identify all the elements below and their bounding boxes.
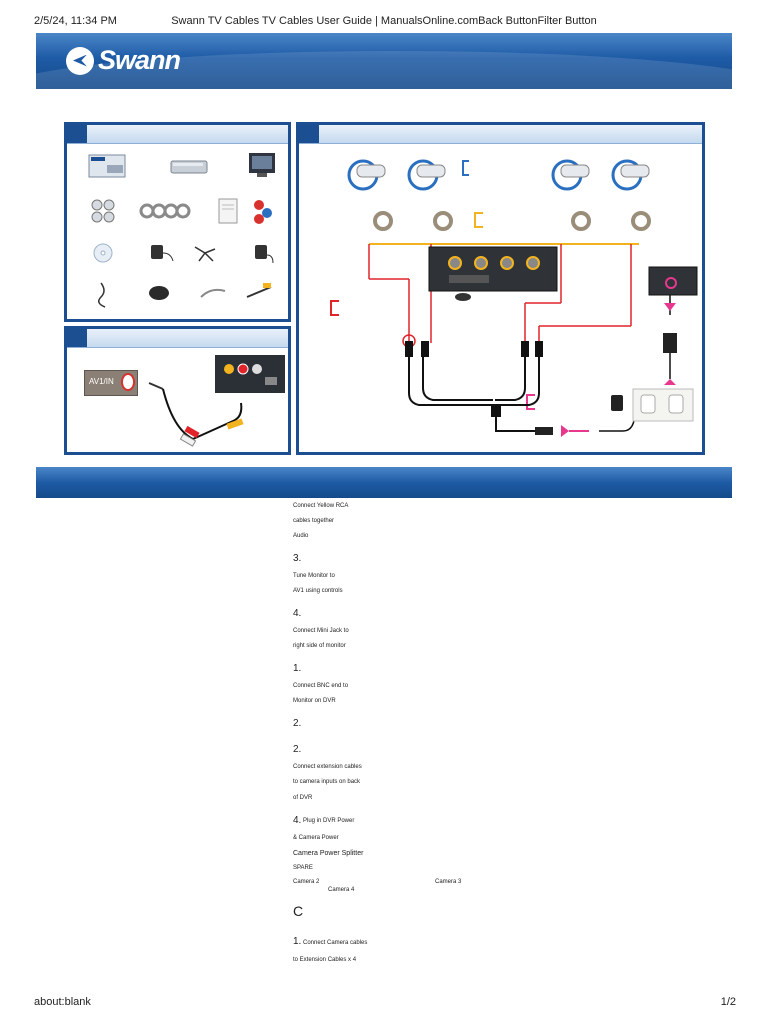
instruction-text: cables together bbox=[293, 518, 335, 524]
instruction-text: SPARE bbox=[293, 865, 313, 871]
step-number: 2. bbox=[293, 718, 302, 729]
camera-label: Camera 3 bbox=[435, 879, 462, 885]
step-number: 3. bbox=[293, 553, 302, 564]
package-contents-illustration bbox=[88, 153, 275, 308]
instruction-text: Connect extension cables bbox=[293, 764, 362, 770]
camera-label: Camera 4 bbox=[328, 887, 355, 893]
stickers-icon bbox=[254, 200, 272, 224]
power-adapter-icon bbox=[151, 245, 174, 262]
power-splitter-icon bbox=[194, 246, 216, 262]
camera-1-icon bbox=[347, 159, 386, 191]
cable-reels-icon bbox=[139, 203, 191, 219]
monitor-cable-illustration bbox=[148, 355, 285, 447]
mini-jack-port-icon bbox=[121, 373, 135, 391]
av-cable-icon bbox=[98, 282, 106, 308]
step-number: 1. bbox=[293, 663, 302, 674]
instruction-text: Plug in DVR Power bbox=[303, 818, 355, 824]
instruction-text: Connect Camera cables bbox=[303, 940, 368, 946]
title-tab bbox=[67, 125, 87, 143]
product-box-icon bbox=[88, 154, 126, 178]
instruction-text: of DVR bbox=[293, 795, 313, 801]
footer-url: about:blank bbox=[34, 996, 91, 1008]
rca-cable-icon bbox=[246, 283, 272, 298]
title-tab bbox=[299, 125, 319, 143]
section-letter: C bbox=[293, 903, 304, 919]
footer-page-number: 1/2 bbox=[720, 996, 736, 1008]
instruction-text: to camera inputs on back bbox=[293, 779, 361, 785]
dvr-rear-panel-icon bbox=[428, 246, 558, 301]
instruction-text: Camera Power Splitter bbox=[293, 850, 364, 857]
instruction-text: Connect Mini Jack to bbox=[293, 628, 349, 634]
mouse-icon bbox=[149, 286, 169, 300]
instruction-text: right side of monitor bbox=[293, 643, 346, 649]
marker-a-red bbox=[330, 300, 339, 316]
swann-logo-text: Swann bbox=[98, 45, 181, 75]
marker-d-pink bbox=[526, 394, 535, 410]
swann-logo: Swann bbox=[66, 45, 181, 76]
browser-datetime: 2/5/24, 11:34 PM bbox=[34, 15, 117, 27]
swann-logo-icon bbox=[66, 46, 94, 75]
instruction-text: to Extension Cables x 4 bbox=[293, 957, 357, 963]
av1-label: AV1/IN bbox=[89, 377, 114, 386]
camera-label: Camera 2 bbox=[293, 879, 320, 885]
step-number: 1. bbox=[293, 936, 302, 947]
wiring-title-bar bbox=[299, 125, 702, 144]
instruction-text: Tune Monitor to bbox=[293, 573, 335, 579]
camera-2-icon bbox=[407, 159, 446, 191]
step-number: 2. bbox=[293, 744, 302, 755]
instruction-text: Connect Yellow RCA bbox=[293, 503, 349, 509]
title-tab bbox=[67, 329, 87, 347]
package-contents-title-bar bbox=[67, 125, 288, 144]
instruction-text: Monitor on DVR bbox=[293, 698, 336, 704]
browser-page-title: Swann TV Cables TV Cables User Guide | M… bbox=[171, 15, 597, 27]
blue-section-band bbox=[36, 467, 732, 498]
monitor-connection-panel: AV1/IN bbox=[64, 326, 291, 455]
instruction-text: AV1 using controls bbox=[293, 588, 343, 594]
camera-3-icon bbox=[551, 159, 590, 191]
step-number: 4. bbox=[293, 608, 302, 619]
instruction-text: Audio bbox=[293, 533, 309, 539]
manual-icon bbox=[218, 198, 238, 224]
dvr-unit-icon bbox=[170, 160, 208, 174]
cameras-icon bbox=[91, 199, 115, 223]
marker-b-yellow bbox=[474, 212, 483, 228]
step-number: 4. bbox=[293, 815, 302, 826]
av1-input-plate: AV1/IN bbox=[84, 370, 138, 396]
cd-icon bbox=[93, 243, 113, 263]
package-contents-panel bbox=[64, 122, 291, 322]
instruction-text: Connect BNC end to bbox=[293, 683, 349, 689]
network-cable-icon bbox=[200, 288, 226, 298]
power-outlet-icon bbox=[611, 388, 694, 422]
marker-c-blue bbox=[462, 160, 469, 176]
monitor-icon bbox=[249, 153, 275, 177]
instruction-text: & Camera Power bbox=[293, 835, 339, 841]
monitor-connection-title-bar bbox=[67, 329, 288, 348]
wiring-diagram-panel bbox=[296, 122, 705, 455]
dvr-power-icon bbox=[648, 266, 698, 385]
power-splitter-cable bbox=[402, 334, 553, 435]
dvr-power-adapter-icon bbox=[255, 245, 274, 264]
camera-4-icon bbox=[611, 159, 650, 191]
wiring-diagram-illustration bbox=[330, 159, 698, 437]
swann-header-banner: Swann bbox=[36, 33, 732, 89]
